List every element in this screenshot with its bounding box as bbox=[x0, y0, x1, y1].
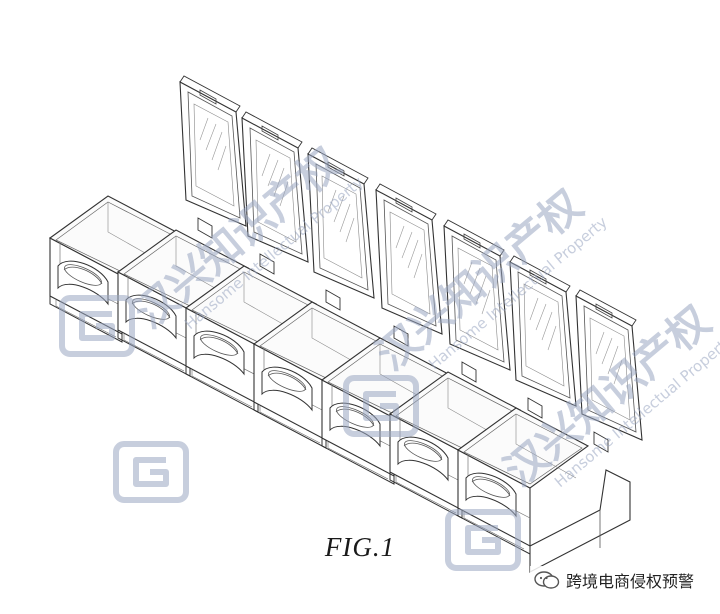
source-account-name: 跨境电商侵权预警 bbox=[565, 572, 694, 591]
figure-label: FIG.1 bbox=[324, 532, 396, 562]
wechat-icon bbox=[534, 571, 560, 589]
hansome-g-logo-icon bbox=[116, 444, 186, 500]
source-badge: 跨境电商侵权预警 bbox=[529, 566, 698, 594]
